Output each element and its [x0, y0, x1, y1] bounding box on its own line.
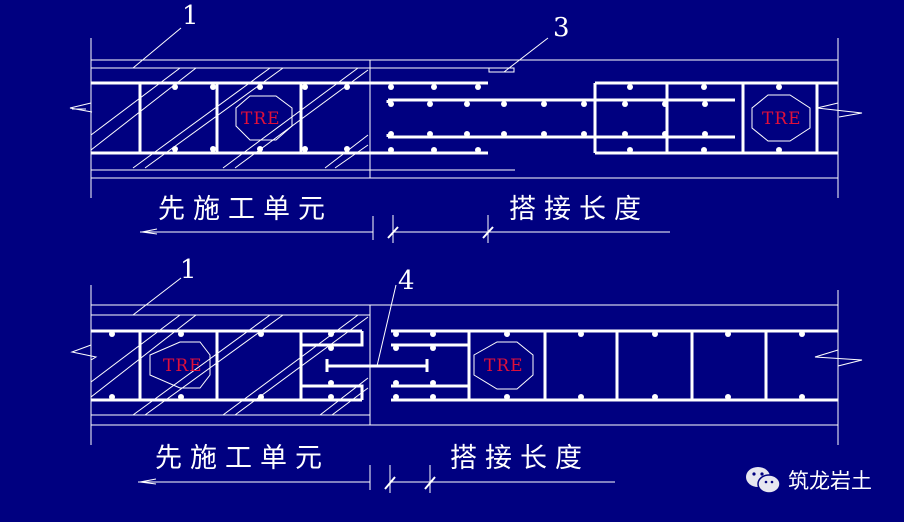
tre-octagon [473, 341, 534, 390]
top-diagram: TRE TRE 1 3 [69, 1, 863, 243]
bottom-diagram: TRE TRE 1 4 [70, 255, 863, 493]
callout-leader-3 [503, 37, 549, 73]
tre-octagon [235, 95, 293, 141]
right-break-symbol [814, 349, 863, 367]
callout-4: 4 [398, 266, 415, 296]
dimension-line [138, 465, 615, 493]
right-break-symbol [816, 102, 863, 118]
u-bar-top [301, 331, 364, 347]
first-cast-unit-label: 先施工单元 [158, 194, 333, 225]
lap-length-label: 搭接长度 [509, 194, 649, 225]
watermark: 筑龙岩土 [744, 465, 872, 495]
waterstop-plate [488, 67, 515, 73]
lap-length-label: 搭接长度 [450, 443, 590, 474]
u-bar-bottom [301, 384, 364, 400]
tre-label: TRE [241, 109, 281, 129]
wechat-icon [746, 467, 781, 494]
left-break-symbol [70, 344, 98, 361]
rebar-dots-right [388, 84, 782, 153]
rebar-dots-right [393, 331, 805, 400]
rebar-dots-left [109, 331, 334, 400]
tre-octagon [149, 341, 211, 389]
first-cast-unit-label: 先施工单元 [155, 443, 330, 474]
callout-leader-1 [132, 277, 182, 316]
dimension-line [140, 215, 670, 243]
callout-leader-1 [132, 27, 182, 69]
callout-3: 3 [553, 13, 570, 43]
callout-1: 1 [182, 1, 199, 31]
left-break-symbol [69, 102, 93, 113]
rebar-dots-left [172, 84, 350, 152]
tre-octagon [751, 94, 811, 142]
watermark-text: 筑龙岩土 [788, 469, 872, 493]
tre-label: TRE [484, 356, 524, 376]
callout-leader-4 [376, 284, 397, 367]
callout-1: 1 [180, 255, 197, 285]
tre-label: TRE [762, 109, 802, 129]
tre-label: TRE [163, 356, 203, 376]
